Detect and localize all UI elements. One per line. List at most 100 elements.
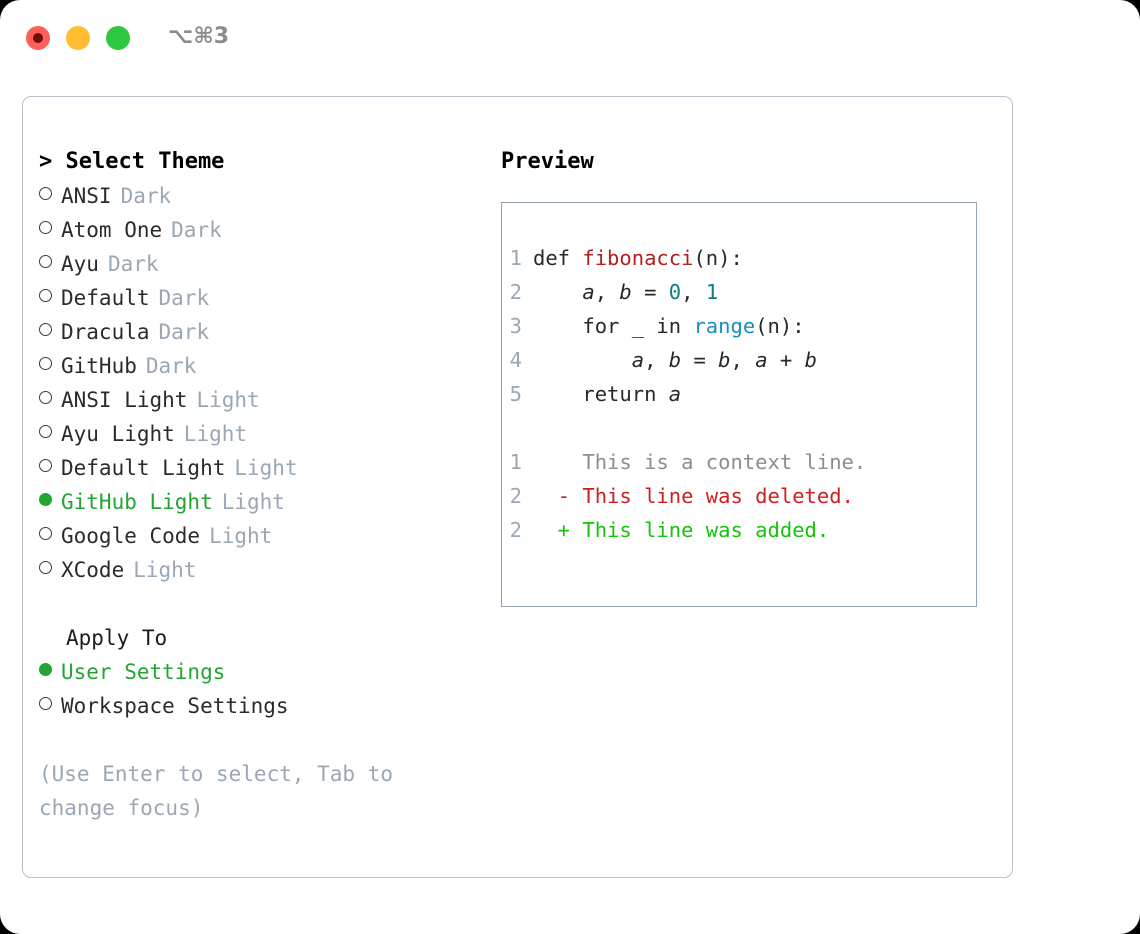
theme-option-ayu[interactable]: Ayu Dark: [39, 247, 489, 281]
close-button[interactable]: [26, 26, 50, 50]
diff-line-number: 2: [509, 484, 522, 508]
theme-option-mode: Light: [133, 558, 197, 582]
code-line: 5 return a: [508, 377, 976, 411]
code-indent: [533, 280, 582, 304]
minimize-button[interactable]: [66, 26, 90, 50]
theme-option-label: Atom One: [61, 218, 163, 242]
diff-prefix: +: [533, 518, 583, 542]
radio-unselected-icon[interactable]: [39, 289, 52, 302]
radio-unselected-icon[interactable]: [39, 697, 52, 710]
radio-unselected-icon[interactable]: [39, 391, 52, 404]
list-spacer: [39, 587, 489, 621]
theme-option-ansi-light[interactable]: ANSI Light Light: [39, 383, 489, 417]
code-line-number: 4: [509, 348, 522, 372]
code-token-builtin: range: [693, 314, 756, 338]
theme-option-mode: Dark: [107, 252, 159, 276]
diff-line-number: 2: [509, 518, 522, 542]
code-token-number: 0: [668, 280, 682, 304]
theme-option-mode: Dark: [145, 354, 197, 378]
diff-sample: 1 This is a context line.2 - This line w…: [508, 445, 976, 547]
code-token-var: b: [804, 348, 817, 372]
code-token-var: b: [718, 348, 731, 372]
theme-option-label: Dracula: [61, 320, 150, 344]
radio-selected-icon[interactable]: [39, 493, 52, 506]
radio-selected-icon[interactable]: [39, 663, 52, 676]
theme-option-github-light[interactable]: GitHub Light Light: [39, 485, 489, 519]
apply-to-option-label: User Settings: [61, 660, 226, 684]
code-token-plain: =: [631, 280, 669, 304]
diff-line-number: 1: [509, 450, 522, 474]
code-token-function: fibonacci: [582, 246, 694, 270]
theme-option-mode: Dark: [120, 184, 172, 208]
theme-option-atom-one[interactable]: Atom One Dark: [39, 213, 489, 247]
theme-option-mode: Dark: [158, 320, 210, 344]
code-line-number: 2: [509, 280, 522, 304]
theme-option-label: XCode: [61, 558, 125, 582]
code-token-var: a: [631, 348, 645, 372]
diff-line-deleted: 2 - This line was deleted.: [508, 479, 976, 513]
code-token-var: a: [755, 348, 768, 372]
theme-option-ayu-light[interactable]: Ayu Light Light: [39, 417, 489, 451]
code-diff-gap: [508, 411, 976, 445]
theme-option-label: Ayu Light: [61, 422, 175, 446]
theme-option-mode: Light: [209, 524, 273, 548]
theme-option-mode: Light: [221, 490, 285, 514]
code-token-plain: (n):: [693, 246, 743, 270]
theme-option-label: ANSI Light: [61, 388, 188, 412]
radio-unselected-icon[interactable]: [39, 459, 52, 472]
diff-text: This line was deleted.: [582, 484, 854, 508]
theme-option-mode: Light: [183, 422, 248, 446]
theme-option-label: ANSI: [61, 184, 112, 208]
apply-to-option-workspace-settings[interactable]: Workspace Settings: [39, 689, 489, 723]
code-line-number: 3: [509, 314, 522, 338]
diff-line-added: 2 + This line was added.: [508, 513, 976, 547]
radio-unselected-icon[interactable]: [39, 561, 52, 574]
code-token-plain: ,: [681, 280, 706, 304]
code-line: 2 a, b = 0, 1: [508, 275, 976, 309]
diff-text: This line was added.: [582, 518, 830, 542]
code-token-plain: ,: [594, 280, 620, 304]
code-token-plain: ,: [730, 348, 756, 372]
keyboard-hint-text: (Use Enter to select, Tab to change focu…: [39, 762, 394, 820]
apply-to-option-user-settings[interactable]: User Settings: [39, 655, 489, 689]
radio-unselected-icon[interactable]: [39, 255, 52, 268]
title-bar: ⌥⌘3: [0, 0, 1140, 78]
code-token-number: 1: [705, 280, 719, 304]
code-indent: [533, 314, 582, 338]
code-token-var: a: [668, 382, 682, 406]
theme-option-mode: Light: [196, 388, 260, 412]
diff-line-context: 1 This is a context line.: [508, 445, 976, 479]
diff-prefix: [533, 450, 582, 474]
keyboard-shortcut-label: ⌥⌘3: [168, 24, 230, 49]
radio-unselected-icon[interactable]: [39, 187, 52, 200]
theme-option-ansi[interactable]: ANSI Dark: [39, 179, 489, 213]
code-token-var: b: [619, 280, 632, 304]
radio-unselected-icon[interactable]: [39, 527, 52, 540]
maximize-button[interactable]: [106, 26, 130, 50]
code-token-plain: +: [767, 348, 805, 372]
code-token-var: a: [582, 280, 595, 304]
code-token-plain: ,: [644, 348, 669, 372]
theme-option-label: Ayu: [61, 252, 99, 276]
radio-unselected-icon[interactable]: [39, 357, 52, 370]
theme-option-dracula[interactable]: Dracula Dark: [39, 315, 489, 349]
theme-option-mode: Dark: [171, 218, 222, 242]
diff-text: This is a context line.: [582, 450, 867, 474]
theme-option-xcode[interactable]: XCode Light: [39, 553, 489, 587]
radio-unselected-icon[interactable]: [39, 425, 52, 438]
radio-unselected-icon[interactable]: [39, 221, 52, 234]
code-line: 3 for _ in range(n):: [508, 309, 976, 343]
theme-option-label: GitHub Light: [61, 490, 213, 514]
radio-unselected-icon[interactable]: [39, 323, 52, 336]
